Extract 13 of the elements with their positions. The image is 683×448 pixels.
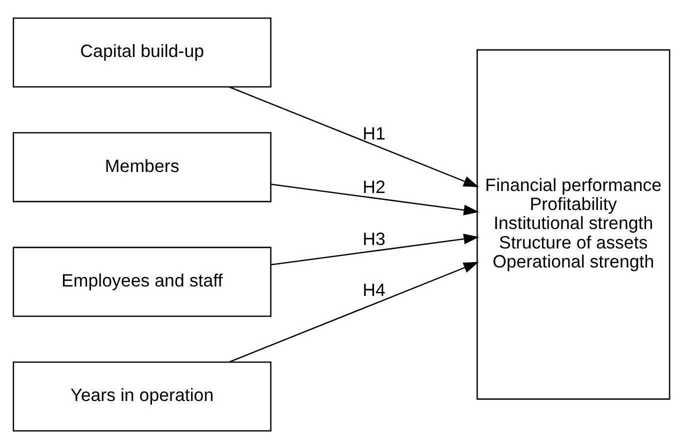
arrow	[229, 261, 479, 362]
node-box: Members	[12, 132, 272, 202]
edge-label: H1	[362, 122, 386, 143]
edge-label: H3	[362, 228, 386, 249]
edge-label: H2	[362, 176, 386, 196]
arrow	[229, 86, 479, 187]
node-box: Financial performance Profitability Institutional strength Structure of assets Operational strength	[476, 48, 670, 400]
node-box: Years in operation	[12, 360, 272, 432]
arrow	[270, 183, 480, 215]
node-box: Employees and staff	[12, 246, 272, 316]
arrow	[270, 233, 480, 265]
node-box: Capital build-up	[12, 16, 272, 88]
edge-label: H4	[362, 280, 386, 300]
